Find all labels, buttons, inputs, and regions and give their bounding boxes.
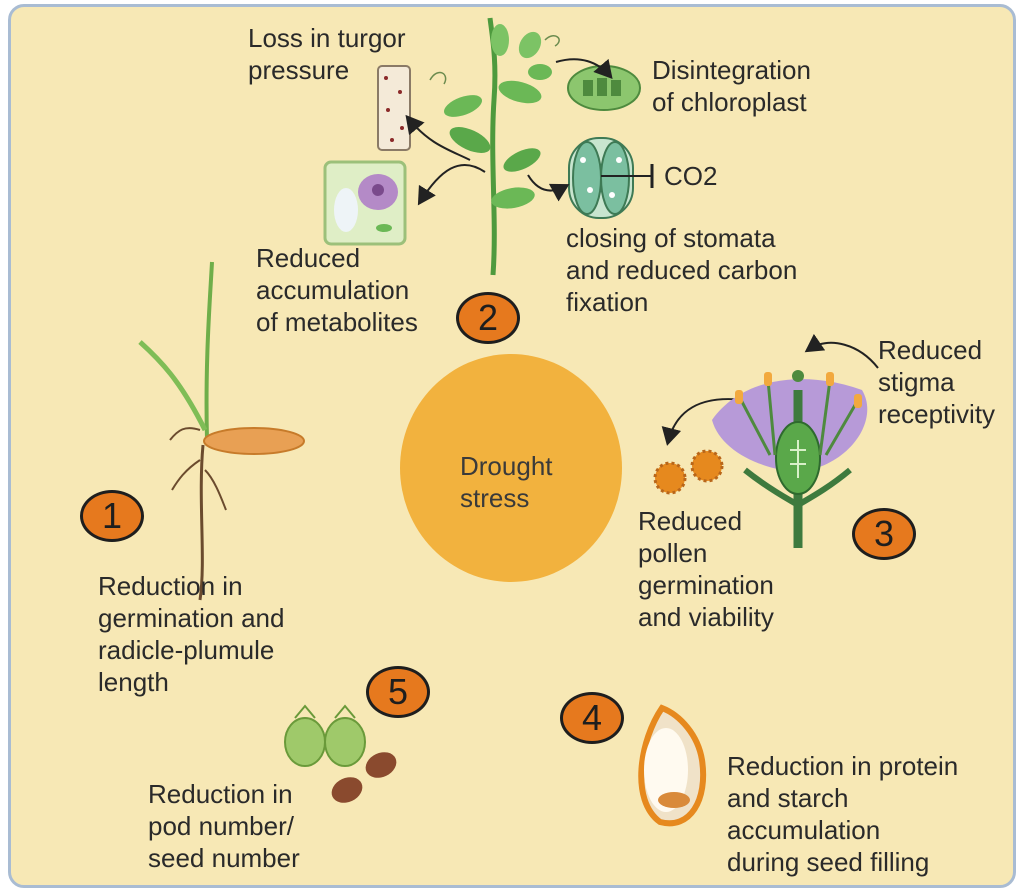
flower-icon <box>712 370 868 548</box>
pollen-icon <box>653 449 724 495</box>
effect-1-label: Reduction in germination and radicle-plu… <box>98 570 284 698</box>
turgor-line: Loss in turgor <box>248 23 406 53</box>
turgor-cell-icon <box>377 65 411 151</box>
effect-4-line: Reduction in protein <box>727 751 959 781</box>
badge-2: 2 <box>456 292 520 344</box>
pods-seeds-icon <box>284 704 397 803</box>
center-line-1: Drought <box>460 451 553 481</box>
pollen-line: pollen <box>638 538 708 568</box>
co2-label: CO2 <box>664 161 718 191</box>
pea-plant-icon <box>429 17 560 276</box>
metabolites-line: of metabolites <box>256 307 418 337</box>
drought-stress-circle <box>400 354 622 582</box>
co2-inhibition-icon <box>601 164 654 188</box>
chloroplast-icon <box>567 65 641 111</box>
pollen-line: germination <box>638 570 774 600</box>
stigma-line: receptivity <box>878 399 996 429</box>
turgor-line: pressure <box>248 55 350 85</box>
turgor-label: Loss in turgor pressure <box>248 22 406 86</box>
chloroplast-line: Disintegration <box>652 55 811 85</box>
effect-4-line: during seed filling <box>727 847 930 877</box>
stigma-line: stigma <box>878 367 955 397</box>
badge-5: 5 <box>366 666 430 718</box>
effect-1-line: radicle-plumule <box>98 635 275 665</box>
seed-section-icon <box>638 704 707 827</box>
effect-1-line: germination and <box>98 603 285 633</box>
badge-4: 4 <box>560 692 624 744</box>
effect-4-line: and starch <box>727 783 849 813</box>
chloroplast-line: of chloroplast <box>652 87 807 117</box>
stigma-label: Reduced stigma receptivity <box>878 334 995 430</box>
stomata-line: fixation <box>566 287 649 317</box>
metabolites-line: Reduced <box>256 243 361 273</box>
stigma-line: Reduced <box>878 335 983 365</box>
pollen-line: Reduced <box>638 506 743 536</box>
metabolites-label: Reduced accumulation of metabolites <box>256 242 418 338</box>
effect-4-line: accumulation <box>727 815 881 845</box>
effect-4-label: Reduction in protein and starch accumula… <box>727 750 958 878</box>
stomata-label: closing of stomata and reduced carbon fi… <box>566 222 797 318</box>
center-line-2: stress <box>460 483 530 513</box>
effect-1-line: Reduction in <box>98 571 243 601</box>
effect-1-line: length <box>98 667 169 697</box>
stomata-icon <box>568 137 634 219</box>
effect-5-line: pod number/ <box>148 811 294 841</box>
stomata-line: and reduced carbon <box>566 255 798 285</box>
arrows <box>405 58 879 446</box>
seedling-icon <box>138 261 305 601</box>
pollen-line: and viability <box>638 602 774 632</box>
pollen-label: Reduced pollen germination and viability <box>638 505 774 633</box>
plant-cell-icon <box>323 160 407 246</box>
drought-stress-label: Drought stress <box>460 450 553 514</box>
chloroplast-label: Disintegration of chloroplast <box>652 54 811 118</box>
badge-1: 1 <box>80 490 144 542</box>
effect-5-line: Reduction in <box>148 779 293 809</box>
stomata-line: closing of stomata <box>566 223 776 253</box>
badge-3: 3 <box>852 508 916 560</box>
metabolites-line: accumulation <box>256 275 410 305</box>
effect-5-line: seed number <box>148 843 300 873</box>
effect-5-label: Reduction in pod number/ seed number <box>148 778 300 874</box>
